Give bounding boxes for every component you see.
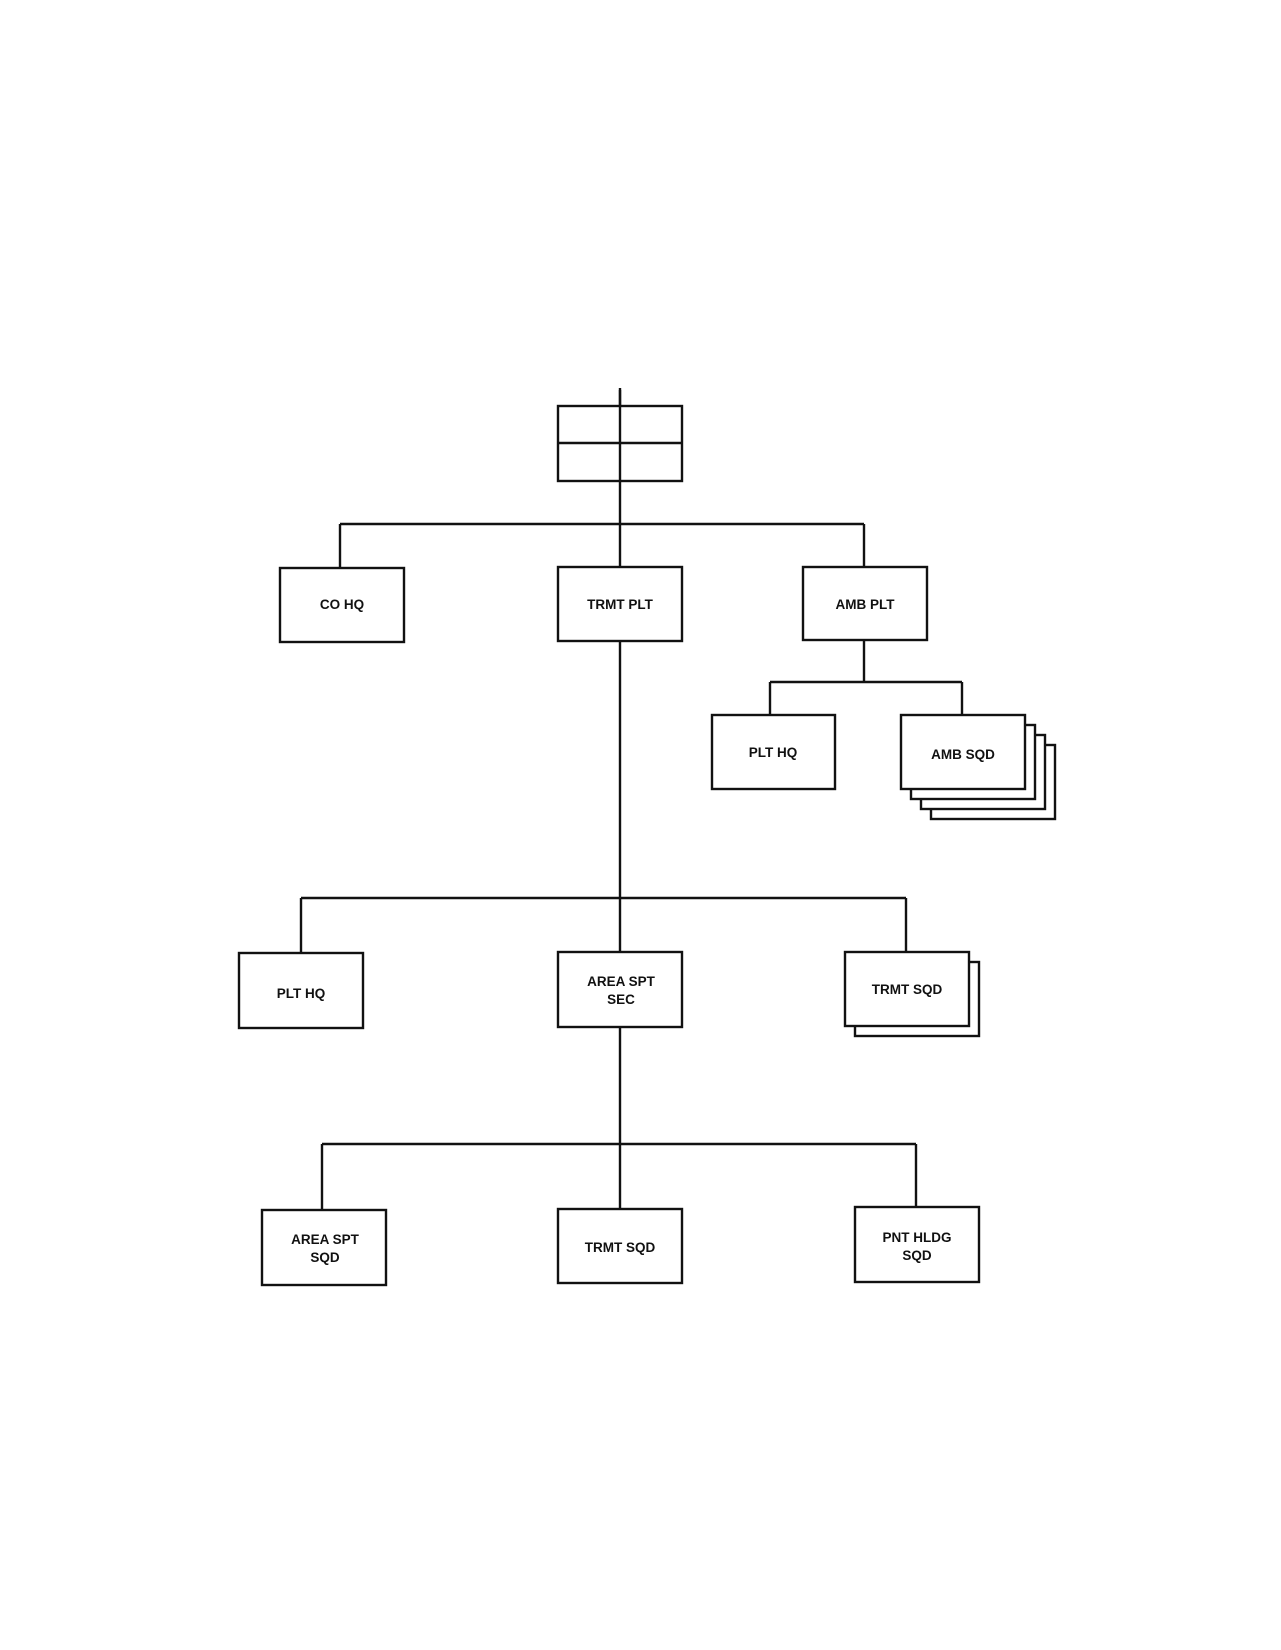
connector-lines: [299, 390, 964, 1212]
amb-plt-label: AMB PLT: [836, 597, 896, 612]
node-trmt-sqd: TRMT SQD: [556, 1207, 684, 1285]
co-hq-label: CO HQ: [320, 597, 364, 612]
node-amb-plt-hq: PLT HQ: [710, 713, 837, 791]
node-amb-plt: AMB PLT: [801, 565, 929, 642]
pnt-hldg-sqd-label-1: PNT HLDG: [883, 1230, 952, 1245]
stack-sheet-front: [843, 950, 971, 1028]
node-trmt-plt-hq: PLT HQ: [237, 951, 365, 1030]
area-spt-sqd-label-2: SQD: [310, 1250, 340, 1265]
amb-plt-hq-label: PLT HQ: [749, 745, 798, 760]
trmt-sqd-label: TRMT SQD: [585, 1240, 656, 1255]
area-spt-sec-label-2: SEC: [607, 992, 635, 1007]
area-spt-sec-label-1: AREA SPT: [587, 974, 656, 989]
node-area-spt-sqd: AREA SPT SQD: [260, 1208, 388, 1287]
area-spt-sqd-label-1: AREA SPT: [291, 1232, 360, 1247]
node-pnt-hldg-sqd: PNT HLDG SQD: [853, 1205, 981, 1284]
trmt-sqd-stack-label: TRMT SQD: [872, 982, 943, 997]
amb-sqd-label: AMB SQD: [931, 747, 995, 762]
node-amb-sqd-stack: AMB SQD: [899, 713, 1057, 821]
trmt-plt-hq-label: PLT HQ: [277, 986, 326, 1001]
top-unit-symbol: [556, 388, 684, 483]
trmt-plt-label: TRMT PLT: [587, 597, 653, 612]
pnt-hldg-sqd-label-2: SQD: [902, 1248, 932, 1263]
node-trmt-plt: TRMT PLT: [556, 565, 684, 643]
node-area-spt-sec: AREA SPT SEC: [556, 950, 684, 1029]
node-co-hq: CO HQ: [278, 566, 406, 644]
stack-sheet-front: [899, 713, 1027, 791]
node-trmt-sqd-stack: TRMT SQD: [843, 950, 981, 1038]
